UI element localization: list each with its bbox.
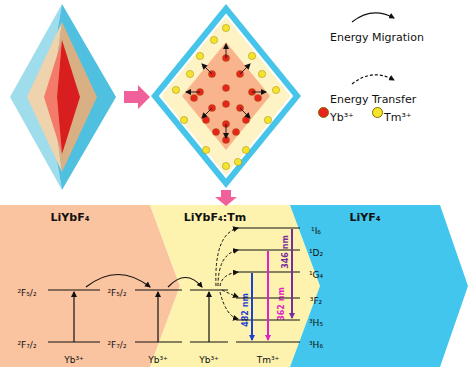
legend-text: Energy Transfer bbox=[330, 94, 416, 106]
level-label: ³H₅ bbox=[309, 319, 323, 329]
label-slot: ¹G₄ bbox=[309, 263, 323, 282]
level-label: ³F₂ bbox=[310, 297, 322, 307]
label-slot: 362 nm bbox=[269, 286, 288, 322]
label-slot: ³H₆ bbox=[309, 333, 323, 352]
level-label: ²F₇/₂ bbox=[107, 341, 126, 351]
label-slot: LiYbF₄ bbox=[51, 206, 90, 225]
label-slot: ²F₇/₂ bbox=[107, 333, 126, 352]
crystal bbox=[10, 4, 116, 190]
level-label: ¹G₄ bbox=[309, 271, 323, 281]
label-slot: 346 nm bbox=[273, 234, 292, 270]
label-slot: ³F₂ bbox=[310, 289, 322, 308]
pink-arrow bbox=[215, 190, 237, 206]
level-label: ¹D₂ bbox=[309, 249, 323, 259]
label-slot: LiYF₄ bbox=[349, 206, 380, 225]
level-label: Yb³⁺ bbox=[199, 356, 219, 366]
transfer-arrows bbox=[216, 228, 238, 319]
level-label: ²F₅/₂ bbox=[107, 289, 126, 299]
legend-text: Energy Migration bbox=[330, 32, 424, 44]
level-label: Yb³⁺ bbox=[64, 356, 84, 366]
label-slot: ²F₇/₂ bbox=[17, 333, 36, 352]
label-slot: Tm³⁺ bbox=[257, 348, 280, 367]
migration-sample bbox=[352, 13, 394, 22]
label-slot: ³H₅ bbox=[309, 311, 323, 330]
cross-section bbox=[151, 4, 301, 188]
transfer-sample bbox=[352, 75, 394, 84]
emission-362 bbox=[267, 251, 269, 340]
wavelength-label: 346 nm bbox=[282, 234, 291, 270]
label-slot: ²F₅/₂ bbox=[17, 281, 36, 300]
label-slot: Tm³⁺ bbox=[384, 106, 412, 125]
level-label: ³H₆ bbox=[309, 341, 323, 351]
emission-482 bbox=[251, 273, 253, 340]
band-title: LiYbF₄:Tm bbox=[184, 212, 246, 224]
band-title: LiYF₄ bbox=[349, 212, 380, 224]
level-label: ²F₇/₂ bbox=[17, 341, 36, 351]
label-slot: ¹D₂ bbox=[309, 241, 323, 260]
label-slot: ²F₅/₂ bbox=[107, 281, 126, 300]
label-slot: LiYbF₄:Tm bbox=[184, 206, 246, 225]
pink-arrow bbox=[124, 85, 150, 109]
label-slot: Yb³⁺ bbox=[199, 348, 219, 367]
legend-text: Tm³⁺ bbox=[384, 112, 412, 124]
legend-text: Yb³⁺ bbox=[330, 112, 354, 124]
level-label: ¹I₆ bbox=[311, 227, 321, 237]
band-title: LiYbF₄ bbox=[51, 212, 90, 224]
band-region: LiYbF₄:Tm bbox=[150, 205, 320, 367]
emission-346 bbox=[291, 229, 293, 318]
label-slot: Yb³⁺ bbox=[330, 106, 354, 125]
legend-swatch bbox=[318, 107, 329, 118]
label-slot: ¹I₆ bbox=[311, 219, 321, 238]
energy-levels bbox=[48, 228, 300, 342]
label-slot: Yb³⁺ bbox=[64, 348, 84, 367]
excitation-arrows bbox=[74, 275, 209, 343]
level-label: Tm³⁺ bbox=[257, 356, 280, 366]
level-label: ²F₅/₂ bbox=[17, 289, 36, 299]
band-shape bbox=[150, 205, 320, 367]
label-slot: Yb³⁺ bbox=[148, 348, 168, 367]
legend-swatch bbox=[372, 107, 383, 118]
wavelength-label: 362 nm bbox=[278, 286, 287, 322]
label-slot: Energy Migration bbox=[330, 26, 424, 45]
level-label: Yb³⁺ bbox=[148, 356, 168, 366]
label-slot: Energy Transfer bbox=[330, 88, 416, 107]
